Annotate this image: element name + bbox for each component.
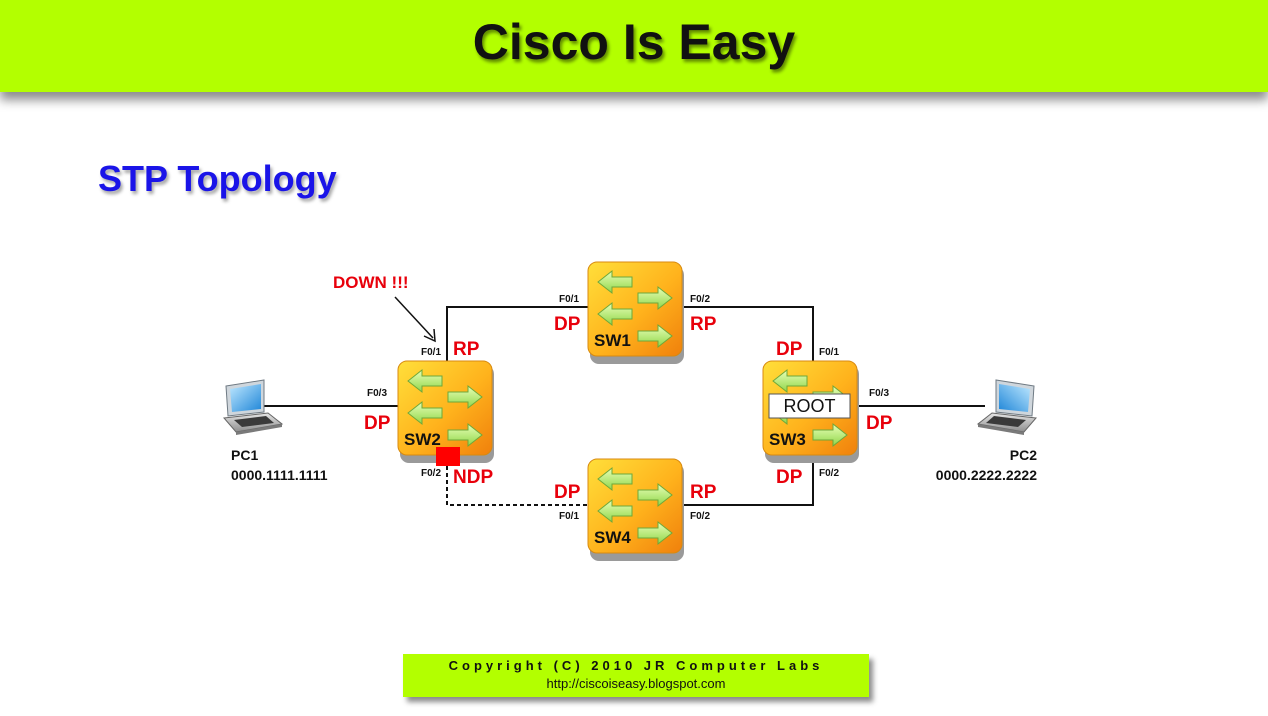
- role-sw4-f02: RP: [690, 482, 717, 503]
- switch-sw2: SW2: [397, 360, 495, 464]
- role-sw1-f01: DP: [554, 314, 581, 335]
- port-sw2-f01: F0/1: [421, 347, 441, 358]
- sw2-label: SW2: [404, 430, 441, 449]
- sw1-label: SW1: [594, 331, 631, 350]
- links: [262, 306, 985, 506]
- page-title: STP Topology: [98, 158, 337, 199]
- role-sw4-f01: DP: [554, 482, 581, 503]
- port-sw3-f03: F0/3: [869, 388, 889, 399]
- footer-copyright: Copyright (C) 2010 JR Computer Labs: [448, 658, 824, 673]
- link-sw1-sw3: [683, 306, 814, 362]
- laptop-icon-pc2: [977, 379, 1037, 436]
- port-sw1-f01: F0/1: [559, 294, 579, 305]
- sw4-label: SW4: [594, 528, 631, 547]
- header-title: Cisco Is Easy: [472, 14, 796, 70]
- port-sw2-f03: F0/3: [367, 388, 387, 399]
- port-sw3-f02: F0/2: [819, 468, 839, 479]
- port-sw3-f01: F0/1: [819, 347, 839, 358]
- pc2-name: PC2: [1010, 447, 1037, 463]
- blocked-port-marker: [436, 447, 460, 466]
- pc1-name: PC1: [231, 447, 258, 463]
- down-annotation: DOWN !!!: [333, 273, 409, 292]
- root-badge: ROOT: [768, 393, 851, 419]
- root-label: ROOT: [784, 396, 836, 416]
- role-sw2-f03: DP: [364, 413, 391, 434]
- switch-sw4: SW4: [587, 458, 685, 562]
- link-sw2-sw1: [446, 306, 588, 361]
- port-sw2-f02: F0/2: [421, 468, 441, 479]
- link-sw2-sw4-blocked: [446, 466, 588, 506]
- role-sw3-f02: DP: [776, 467, 803, 488]
- port-sw1-f02: F0/2: [690, 294, 710, 305]
- role-sw1-f02: RP: [690, 314, 717, 335]
- switch-sw3: SW3: [762, 360, 860, 464]
- footer-url: http://ciscoiseasy.blogspot.com: [546, 676, 726, 691]
- pc1-mac: 0000.1111.1111: [231, 467, 328, 483]
- down-arrow-icon: [394, 296, 436, 343]
- role-sw3-f01: DP: [776, 339, 803, 360]
- role-sw3-f03: DP: [866, 413, 893, 434]
- port-sw4-f02: F0/2: [690, 511, 710, 522]
- sw3-label: SW3: [769, 430, 806, 449]
- role-sw2-f01: RP: [453, 339, 480, 360]
- footer-box: Copyright (C) 2010 JR Computer Labs http…: [403, 654, 869, 697]
- pc2-mac: 0000.2222.2222: [936, 467, 1037, 483]
- link-sw3-sw4: [683, 463, 814, 506]
- port-sw4-f01: F0/1: [559, 511, 579, 522]
- switch-sw1: SW1: [587, 261, 685, 365]
- laptop-icon-pc1: [223, 379, 283, 436]
- role-sw2-f02: NDP: [453, 467, 493, 488]
- header-banner: Cisco Is Easy: [0, 0, 1268, 92]
